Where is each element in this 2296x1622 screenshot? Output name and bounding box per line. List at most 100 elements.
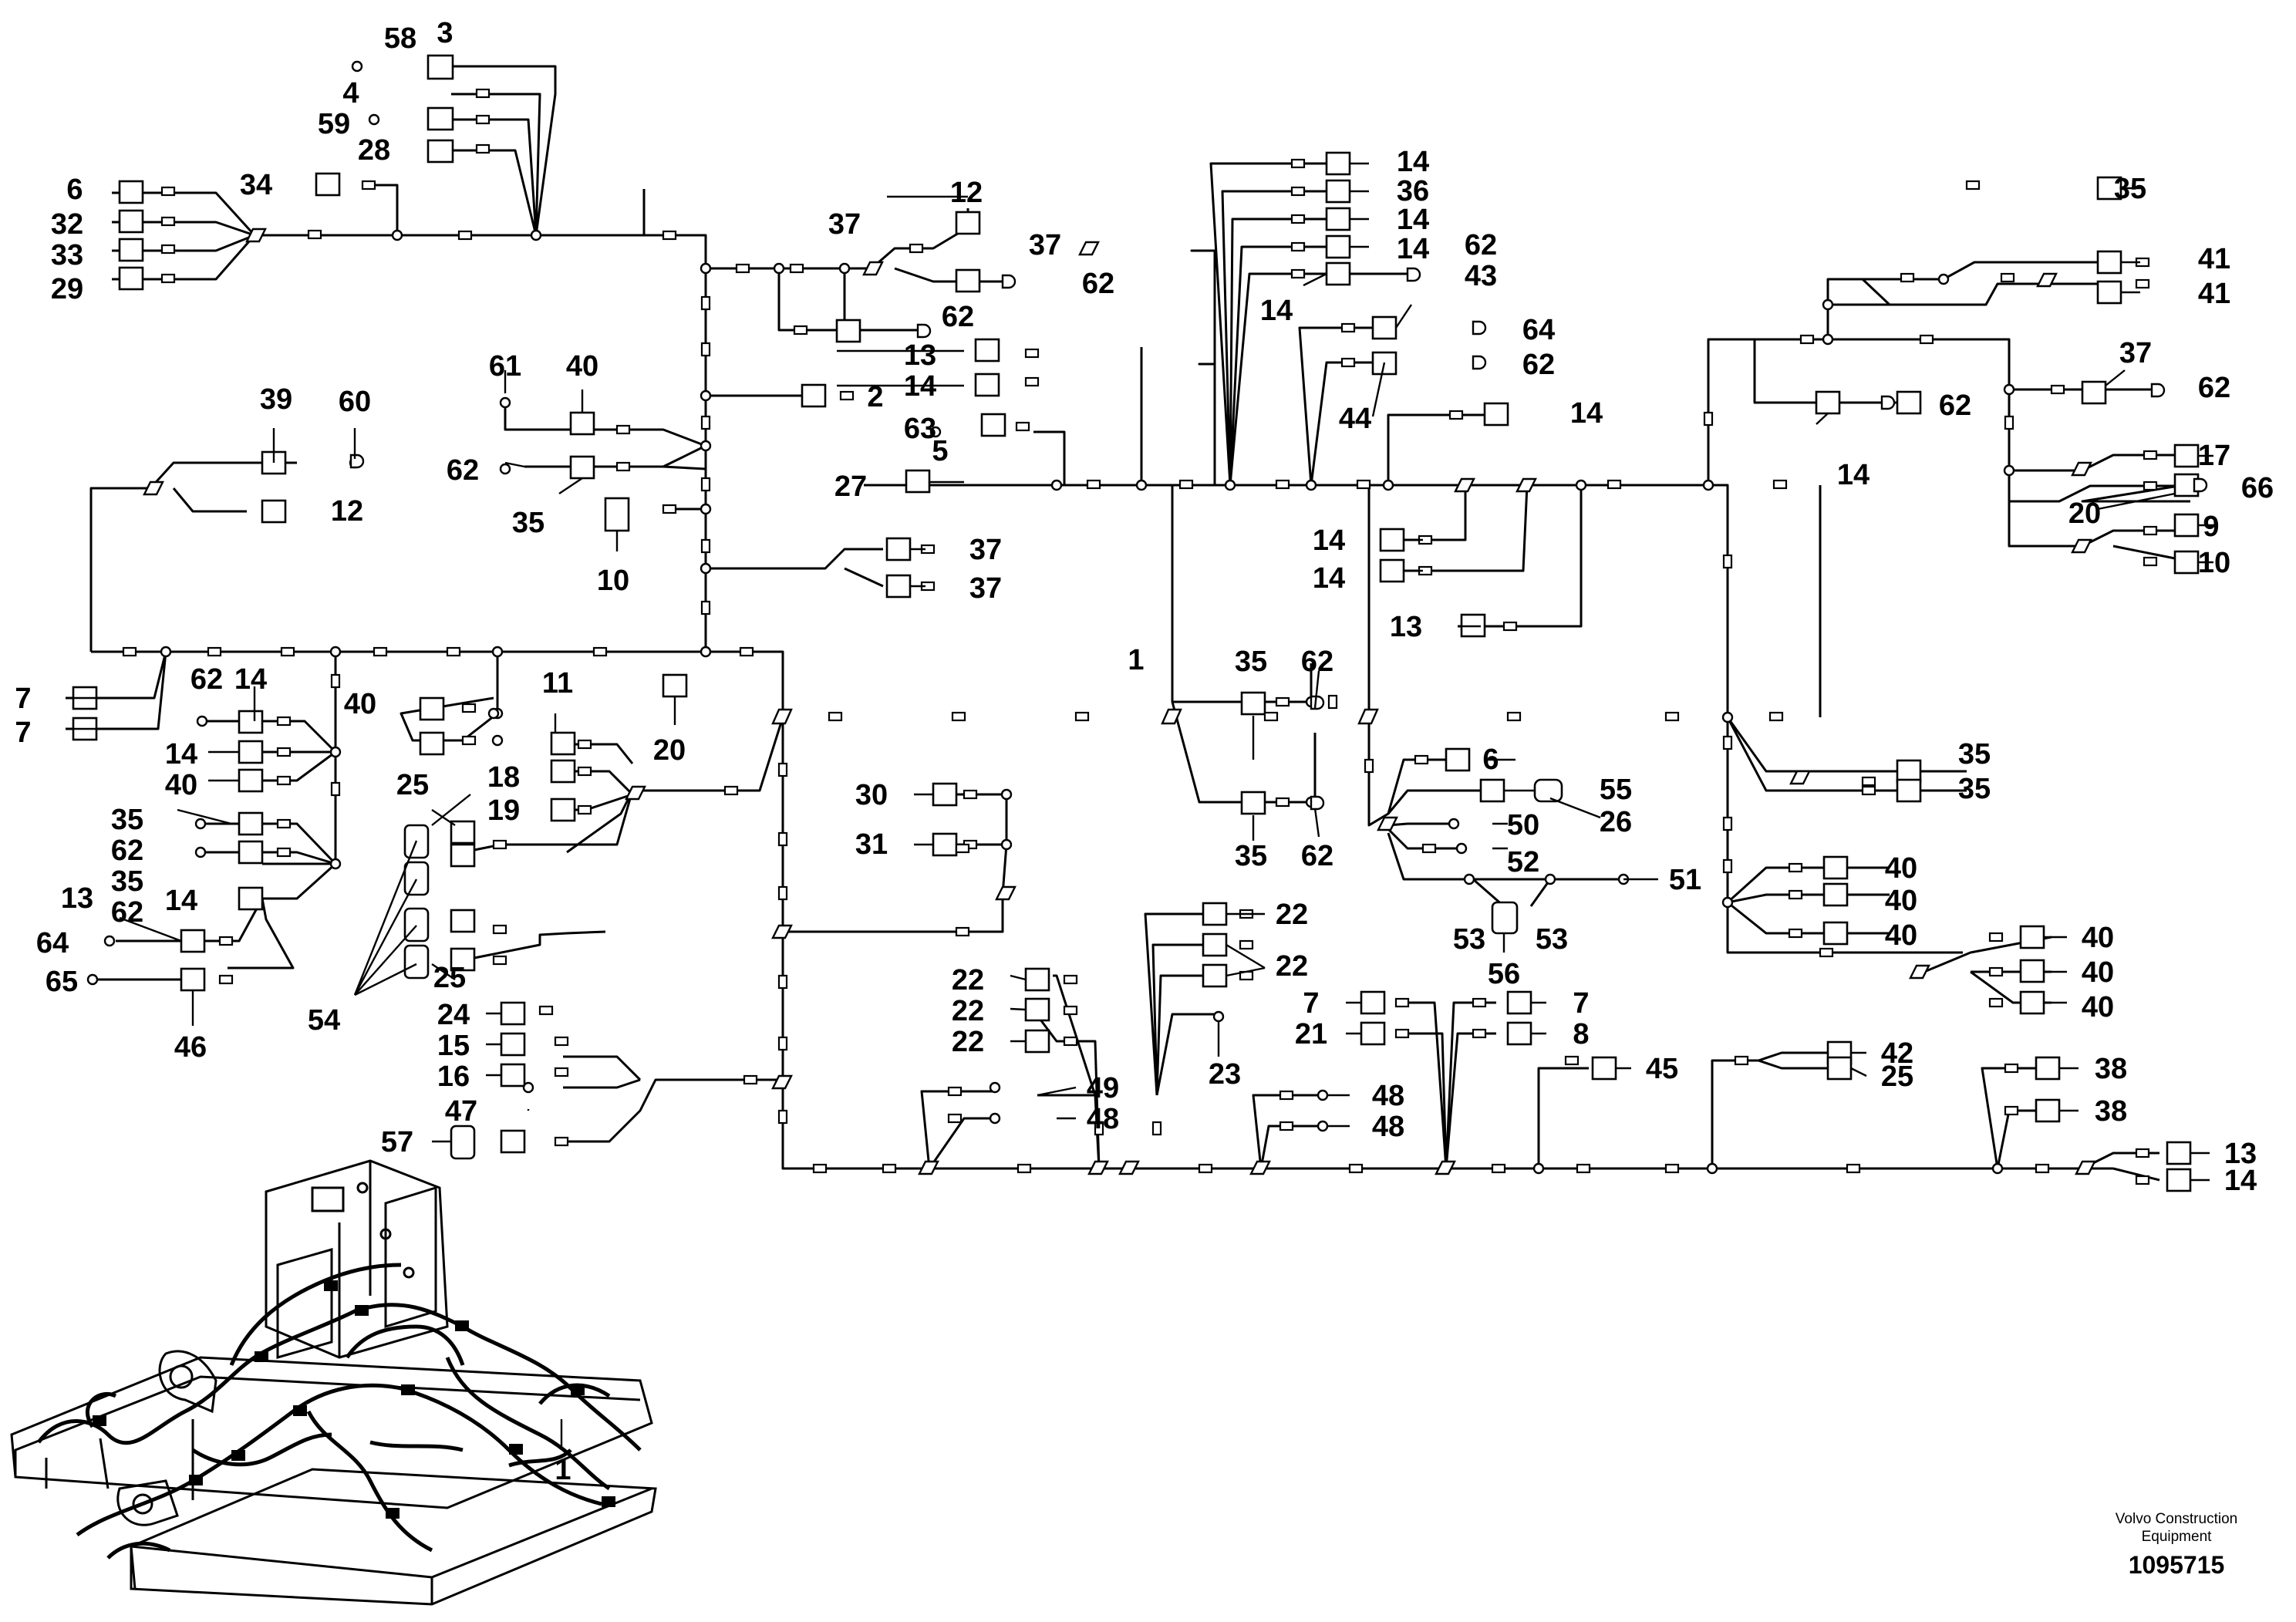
callout-label: 23	[1209, 1058, 1241, 1091]
callout-label: 35	[1235, 840, 1267, 872]
callout-label: 46	[174, 1031, 207, 1064]
callout-label: 3	[437, 17, 453, 49]
callout-label: 54	[308, 1004, 340, 1037]
callout-label: 38	[2095, 1053, 2127, 1085]
callout-label: 18	[487, 761, 520, 794]
callout-label: 24	[437, 999, 470, 1031]
footer-block: Volvo Construction Equipment 1095715	[2116, 1511, 2237, 1579]
callout-label: 4	[342, 77, 359, 110]
callout-label: 37	[1029, 229, 1061, 261]
callout-label: 35	[1235, 646, 1267, 678]
terminal-caps	[349, 267, 2208, 811]
footer-company-line1: Volvo Construction	[2116, 1511, 2237, 1527]
callout-label: 21	[1295, 1018, 1327, 1050]
callout-label: 30	[855, 779, 888, 811]
callout-label: 10	[597, 565, 629, 597]
callout-label: 62	[447, 454, 479, 487]
callout-label: 34	[240, 169, 272, 201]
callout-label: 27	[834, 470, 867, 503]
harness-wires	[66, 65, 2191, 1182]
callout-label: 40	[566, 350, 598, 383]
callout-label: 1	[1128, 644, 1144, 676]
callout-label: 40	[1885, 919, 1917, 952]
callout-label: 62	[1465, 229, 1497, 261]
callout-label: 40	[1885, 852, 1917, 885]
callout-label: 40	[1885, 885, 1917, 917]
label-leader-lines	[66, 162, 2213, 1182]
callout-label: 14	[1397, 146, 1429, 178]
callout-label: 39	[260, 383, 292, 416]
callout-label: 35	[1958, 773, 1991, 805]
callout-label: 14	[1397, 204, 1429, 236]
callout-label: 14	[1313, 562, 1345, 595]
callout-label: 62	[1522, 349, 1555, 381]
callout-label: 31	[855, 828, 888, 861]
splice-joints	[86, 60, 2015, 1175]
callout-label: 7	[15, 717, 31, 749]
callout-label: 62	[1939, 389, 1971, 422]
callout-label: 14	[1397, 233, 1429, 265]
callout-label: 22	[1276, 950, 1308, 983]
callout-label: 64	[36, 927, 69, 959]
callout-label: 37	[828, 208, 861, 241]
callout-label: 32	[51, 208, 83, 241]
callout-label: 16	[437, 1061, 470, 1093]
callout-label: 13	[2224, 1138, 2257, 1170]
callout-label: 15	[437, 1030, 470, 1062]
callout-label: 17	[2198, 440, 2230, 472]
callout-label: 35	[1958, 738, 1991, 771]
callout-label: 14	[1570, 397, 1603, 430]
callout-label: 40	[2082, 991, 2114, 1023]
callout-label: 14	[165, 738, 197, 771]
callout-label: 56	[1488, 958, 1520, 990]
callout-label: 33	[51, 239, 83, 271]
callout-label: 35	[2114, 173, 2146, 205]
callout-label: 40	[2082, 956, 2114, 989]
callout-label: 36	[1397, 175, 1429, 207]
callout-label: 59	[318, 108, 350, 140]
callout-label: 62	[1301, 840, 1333, 872]
callout-label: 25	[1881, 1061, 1913, 1093]
callout-label: 50	[1507, 809, 1539, 841]
callout-label: 7	[1303, 987, 1319, 1020]
component-boxes	[72, 54, 2200, 1192]
callout-label: 47	[445, 1095, 477, 1128]
callout-label: 66	[2241, 472, 2274, 504]
callout-label: 20	[2068, 497, 2101, 530]
callout-label: 38	[2095, 1095, 2127, 1128]
callout-label: 52	[1507, 846, 1539, 878]
footer-company-line2: Equipment	[2142, 1529, 2213, 1545]
drawing-number: 1095715	[2129, 1551, 2225, 1579]
callout-label: 12	[950, 177, 983, 209]
callout-numbers: 58 3 4 59 28 6 32 33 29 34 12 37 37 62 6…	[15, 17, 2274, 1486]
callout-label: 41	[2198, 278, 2230, 310]
callout-label: 44	[1339, 403, 1371, 435]
callout-label: 20	[653, 734, 686, 767]
callout-label: 37	[969, 534, 1002, 566]
wire-top-left-trunk	[255, 234, 707, 654]
callout-label: 62	[111, 835, 143, 867]
callout-label: 60	[339, 386, 371, 418]
callout-label: 62	[111, 896, 143, 929]
callout-label: 2	[867, 381, 883, 413]
callout-label: 10	[2198, 547, 2230, 579]
callout-label: 1	[555, 1454, 571, 1486]
branch-split-markers	[143, 228, 2096, 1175]
callout-label: 35	[111, 865, 143, 898]
callout-label: 28	[358, 134, 390, 167]
callout-label: 22	[952, 1026, 984, 1058]
machine-frame-illustration	[10, 1159, 657, 1606]
callout-label: 14	[904, 370, 936, 403]
callout-label: 9	[2203, 511, 2219, 543]
callout-label: 65	[46, 966, 78, 998]
callout-label: 14	[1313, 524, 1345, 557]
callout-label: 12	[331, 495, 363, 528]
callout-label: 64	[1522, 314, 1555, 346]
callout-label: 57	[381, 1126, 413, 1158]
callout-label: 13	[904, 339, 936, 372]
callout-label: 43	[1465, 260, 1497, 292]
callout-label: 62	[190, 663, 223, 696]
callout-label: 55	[1600, 774, 1632, 806]
callout-label: 22	[952, 995, 984, 1027]
